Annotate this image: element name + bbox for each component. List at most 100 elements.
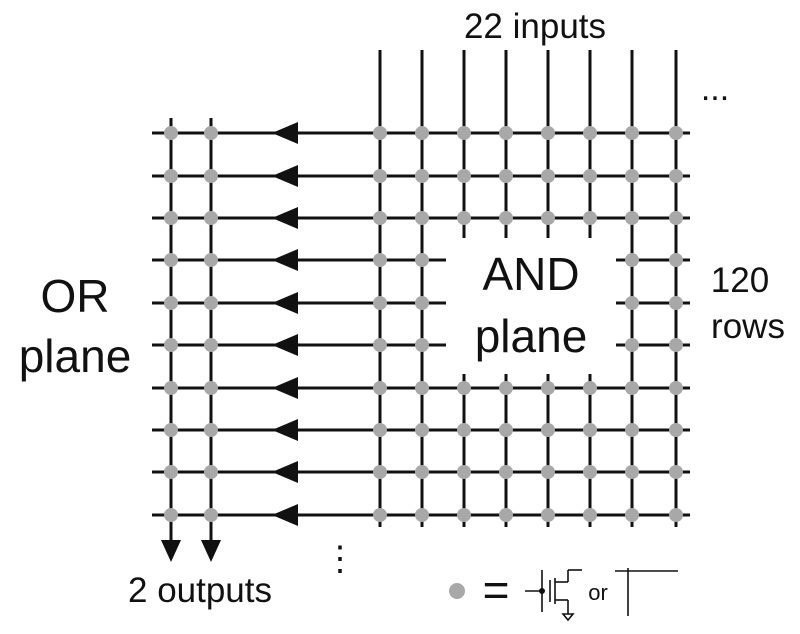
or-plane-node (164, 211, 178, 225)
row-arrow-left-icon (272, 165, 298, 187)
and-plane-node (541, 381, 555, 395)
or-plane-node (204, 126, 218, 140)
and-plane-node (669, 126, 683, 140)
and-plane-node (669, 253, 683, 267)
and-plane-node (669, 211, 683, 225)
and-plane-node (625, 423, 639, 437)
and-plane-node (669, 508, 683, 522)
and-plane-node (541, 211, 555, 225)
and-plane-node (669, 296, 683, 310)
legend-or-text: or (588, 580, 608, 605)
and-plane-node (625, 126, 639, 140)
and-plane-node (625, 169, 639, 183)
rows-label-line1: 120 (711, 261, 769, 300)
or-plane-node (164, 253, 178, 267)
and-plane-node (583, 126, 597, 140)
or-plane-node (204, 211, 218, 225)
or-plane-node (204, 169, 218, 183)
and-plane-node (499, 381, 513, 395)
and-plane-node (415, 126, 429, 140)
and-plane-node (625, 465, 639, 479)
and-plane-node (415, 381, 429, 395)
and-plane-node (457, 465, 471, 479)
row-arrow-left-icon (272, 461, 298, 483)
and-plane-node (457, 169, 471, 183)
and-plane-node (499, 423, 513, 437)
and-plane-node (415, 338, 429, 352)
row-arrow-left-icon (272, 207, 298, 229)
and-plane-node (415, 423, 429, 437)
and-plane-node (457, 126, 471, 140)
and-plane-node (457, 508, 471, 522)
and-plane-node (541, 423, 555, 437)
and-plane-node (583, 381, 597, 395)
and-plane-node (625, 508, 639, 522)
or-plane-node (164, 423, 178, 437)
or-plane-node (164, 126, 178, 140)
or-plane-node (164, 381, 178, 395)
and-plane-node (541, 169, 555, 183)
and-plane-label-background (448, 238, 614, 374)
and-plane-node (541, 126, 555, 140)
and-plane-node (625, 338, 639, 352)
or-plane-node (164, 508, 178, 522)
node-layer (164, 126, 683, 522)
and-plane-node (415, 296, 429, 310)
and-plane-node (373, 508, 387, 522)
and-plane-node (583, 169, 597, 183)
legend-equals: = (483, 564, 510, 616)
and-plane-node (583, 508, 597, 522)
legend-node-icon (449, 583, 465, 599)
and-plane-node (625, 296, 639, 310)
wire-junction-icon (615, 568, 678, 616)
row-arrow-left-icon (272, 249, 298, 271)
row-arrow-left-icon (272, 419, 298, 441)
output-arrow-down-icon (161, 540, 181, 562)
or-plane-node (164, 465, 178, 479)
or-plane-node (204, 253, 218, 267)
and-plane-node (625, 253, 639, 267)
and-plane-node (373, 465, 387, 479)
or-plane-node (164, 296, 178, 310)
and-plane-node (373, 126, 387, 140)
and-plane-node (373, 338, 387, 352)
or-plane-node (204, 338, 218, 352)
row-arrow-left-icon (272, 377, 298, 399)
or-plane-node (164, 169, 178, 183)
transistor-icon (525, 569, 582, 622)
and-plane-node (373, 253, 387, 267)
inputs-ellipsis: ... (701, 70, 729, 108)
and-plane-node (457, 423, 471, 437)
row-arrow-left-icon (272, 292, 298, 314)
or-plane-node (204, 508, 218, 522)
and-plane-node (373, 169, 387, 183)
output-arrow-down-icon (201, 540, 221, 562)
or-plane-node (164, 338, 178, 352)
and-plane-node (499, 465, 513, 479)
row-arrow-left-icon (272, 504, 298, 526)
and-plane-node (499, 126, 513, 140)
and-plane-node (583, 423, 597, 437)
and-plane-node (373, 381, 387, 395)
or-plane-label-line1: OR (41, 270, 110, 322)
and-plane-node (541, 465, 555, 479)
and-plane-node (499, 211, 513, 225)
or-plane-node (204, 423, 218, 437)
and-plane-node (457, 381, 471, 395)
and-plane-node (415, 169, 429, 183)
and-plane-node (669, 423, 683, 437)
and-plane-node (457, 211, 471, 225)
and-plane-label-line1: AND (482, 248, 579, 300)
inputs-label: 22 inputs (464, 7, 606, 46)
and-plane-node (373, 423, 387, 437)
and-plane-node (541, 508, 555, 522)
outputs-label: 2 outputs (128, 571, 272, 610)
row-arrow-left-icon (272, 122, 298, 144)
rows-label-line2: rows (711, 307, 785, 346)
and-plane-node (373, 296, 387, 310)
legend: = or (449, 564, 678, 622)
or-plane-node (204, 465, 218, 479)
and-plane-node (669, 338, 683, 352)
or-plane-node (204, 296, 218, 310)
